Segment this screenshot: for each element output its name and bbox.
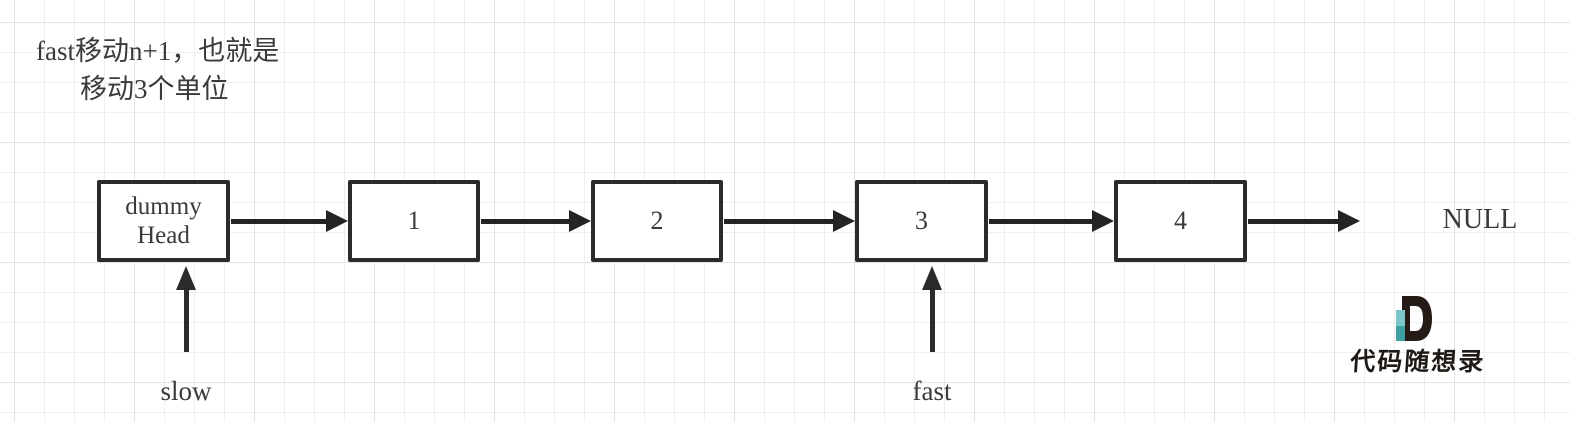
node-dummy-head-label-line2: Head (137, 222, 190, 249)
arrow-shaft (481, 218, 569, 224)
arrow-dummy-to-1 (231, 210, 348, 232)
arrow-4-to-null (1248, 210, 1360, 232)
annotation-line-1: fast移动n+1，也就是 (36, 36, 280, 66)
logo-d-monogram-icon (1396, 296, 1432, 341)
fast-pointer-label: fast (912, 376, 952, 406)
arrow-3-to-4 (989, 210, 1114, 232)
arrow-head-icon (833, 210, 855, 232)
node-1-label: 1 (407, 205, 421, 235)
arrow-head-up-icon (176, 266, 196, 290)
arrow-shaft (989, 218, 1092, 224)
arrow-head-icon (1338, 210, 1360, 232)
null-terminator-label: NULL (1442, 204, 1518, 235)
arrow-head-icon (569, 210, 591, 232)
fast-pointer-arrow (921, 266, 943, 352)
arrow-head-icon (1092, 210, 1114, 232)
node-2: 2 (591, 180, 723, 262)
node-4: 4 (1114, 180, 1247, 262)
arrow-shaft (1248, 218, 1338, 224)
annotation-line-2: 移动3个单位 (80, 74, 229, 104)
node-3: 3 (855, 180, 988, 262)
arrow-head-up-icon (922, 266, 942, 290)
arrow-head-icon (326, 210, 348, 232)
arrow-1-to-2 (481, 210, 591, 232)
node-dummy-head-label-line1: dummy (125, 192, 202, 220)
node-4-label: 4 (1174, 205, 1187, 235)
node-dummy-head: dummy Head (97, 180, 230, 262)
node-3-label: 3 (915, 205, 928, 235)
annotation-text: fast移动n+1，也就是 移动3个单位 (36, 32, 279, 108)
arrow-shaft (231, 218, 326, 224)
node-1: 1 (348, 180, 480, 262)
node-2-label: 2 (650, 205, 664, 235)
arrow-2-to-3 (724, 210, 855, 232)
arrow-shaft (929, 290, 935, 352)
slow-pointer-arrow (175, 266, 197, 352)
arrow-shaft (183, 290, 189, 352)
logo-brand-text: 代码随想录 (1349, 349, 1487, 376)
slow-pointer-label: slow (160, 376, 212, 406)
arrow-shaft (724, 218, 833, 224)
